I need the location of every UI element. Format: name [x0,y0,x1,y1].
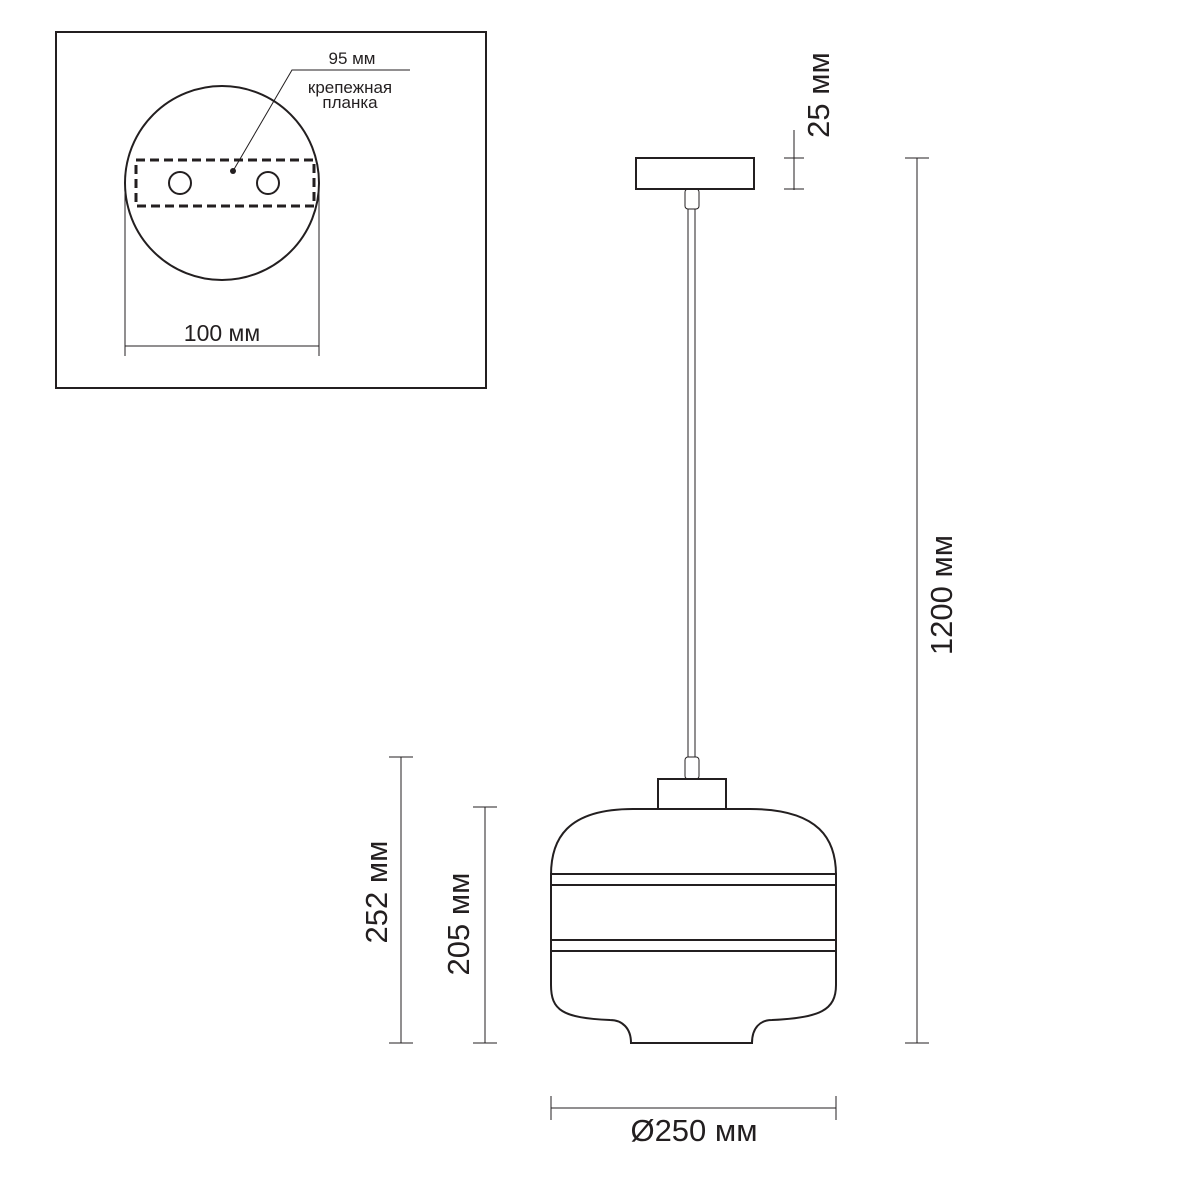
inset-frame [55,31,487,389]
shade-total-height-dimension: 252 мм [359,756,413,1044]
canopy-height-label: 25 мм [801,52,836,138]
bracket-width-label: 95 мм [328,49,375,68]
total-height-dimension: 1200 мм [905,157,959,1044]
canopy-circle [124,85,320,281]
canopy-detail-inset: 95 мм крепежная планка 100 мм [55,31,487,389]
bracket-leader-line [232,69,410,172]
shade-glass-height-dimension: 205 мм [441,806,497,1044]
mounting-hole-right [256,171,280,195]
bracket-name-line1: крепежная [308,78,392,97]
lamp-elevation [550,157,837,1044]
shade-diameter-dimension: Ø250 мм [550,1096,837,1148]
bottom-cord-grip [684,756,700,780]
total-height-label: 1200 мм [924,535,959,655]
shade-stripe-lower [550,939,837,952]
top-cord-grip [684,188,700,210]
glass-shade [550,808,837,1044]
ceiling-canopy [635,157,755,190]
shade-total-height-label: 252 мм [359,841,394,944]
canopy-height-dimension: 25 мм [784,52,836,190]
shade-stripe-upper [550,873,837,886]
mounting-hole-left [168,171,192,195]
shade-diameter-label: Ø250 мм [630,1113,757,1148]
canopy-diameter-label: 100 мм [184,320,260,346]
bracket-name-line2: планка [322,93,378,112]
lamp-holder-cap [657,778,727,810]
shade-glass-height-label: 205 мм [441,873,476,976]
mounting-bracket [134,158,316,208]
